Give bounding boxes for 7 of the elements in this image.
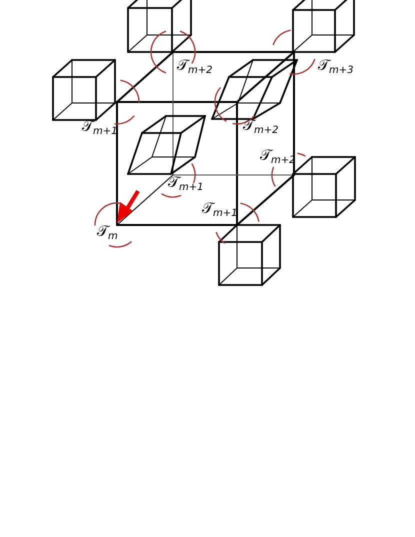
term-label: 𝒯$_{m+1}$ — [202, 201, 238, 219]
term-label: 𝒯$_{m+2}$ — [243, 118, 278, 136]
term-label: 𝒯$_{m}$ — [97, 224, 118, 242]
term-label: 𝒯$_{m+3}$ — [318, 58, 354, 76]
term-label: 𝒯$_{m+1}$ — [82, 119, 118, 137]
term-label: 𝒯$_{m+2}$ — [177, 58, 212, 76]
term-label: 𝒯$_{m+1}$ — [168, 175, 204, 193]
